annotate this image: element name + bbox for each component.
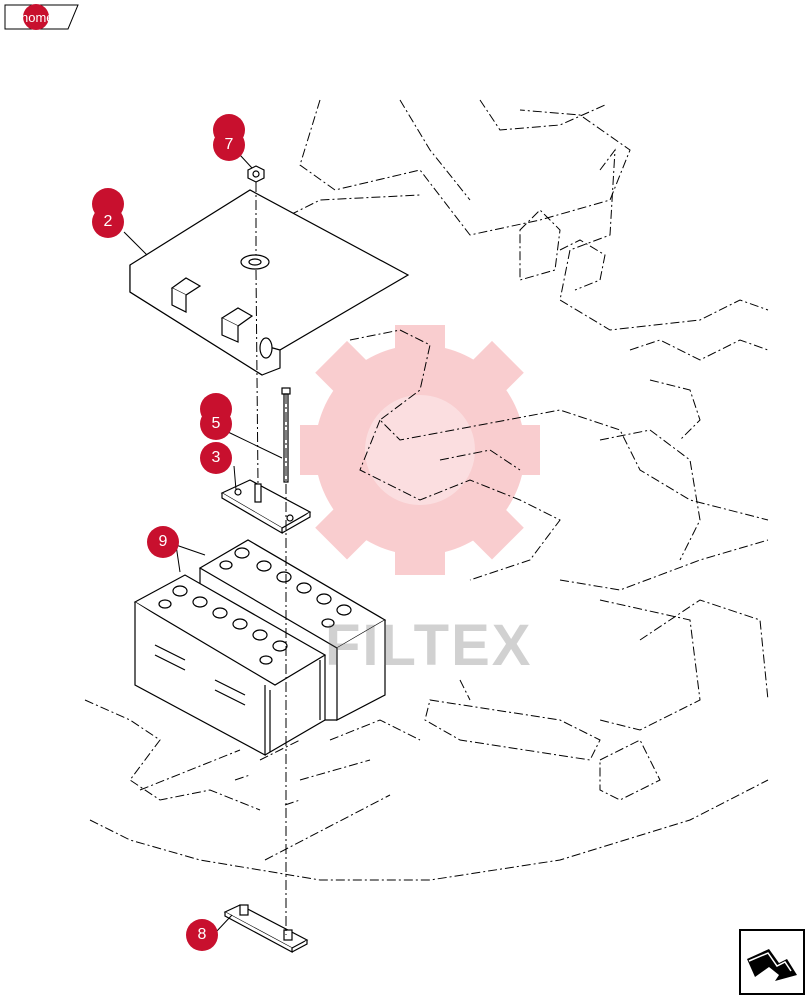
home-tab-icon <box>4 4 79 30</box>
home-button[interactable]: home <box>4 4 80 30</box>
machine-frame-outline <box>84 99 769 881</box>
batteries <box>133 539 387 757</box>
hold-down-bracket <box>220 479 312 535</box>
watermark-gear-icon <box>300 325 540 575</box>
callout-3[interactable]: 3 <box>200 442 232 474</box>
mounting-plate <box>223 904 309 954</box>
next-page-button[interactable] <box>739 929 805 995</box>
callout-8[interactable]: 8 <box>186 919 218 951</box>
callout-5[interactable]: 5 <box>200 408 232 440</box>
callout-2[interactable]: 2 <box>92 206 124 238</box>
battery-cover <box>129 189 410 376</box>
nut-part <box>247 165 265 183</box>
callout-9[interactable]: 9 <box>147 526 179 558</box>
watermark-text: FILTEX <box>325 613 533 678</box>
callout-leaders <box>123 154 283 933</box>
next-page-arrow-icon <box>739 929 805 995</box>
callout-7[interactable]: 7 <box>213 129 245 161</box>
home-label: home <box>21 10 54 25</box>
assembly-centerline <box>255 182 287 935</box>
